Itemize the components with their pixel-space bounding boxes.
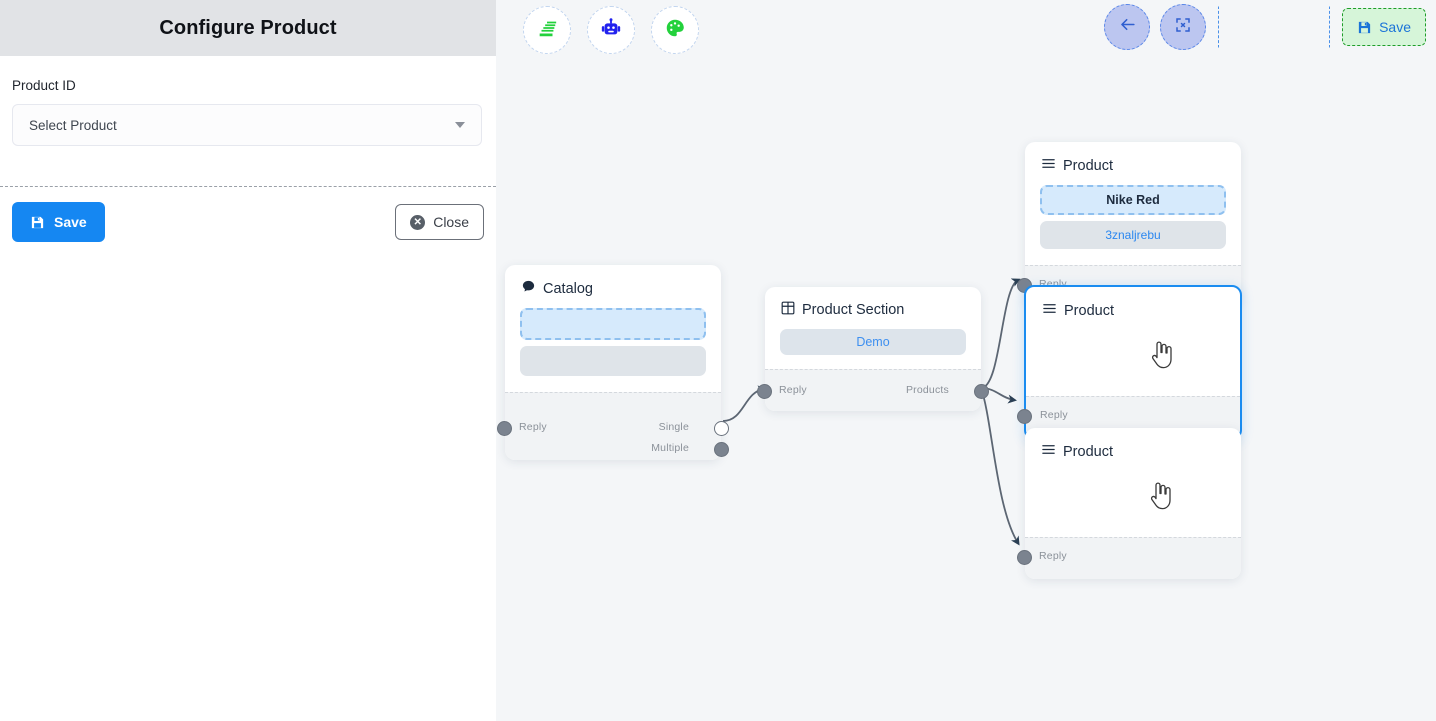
- grid-icon: [781, 301, 795, 319]
- list-icon: [1041, 156, 1056, 175]
- close-button-label: Close: [433, 214, 469, 230]
- catalog-port-single-label: Single: [658, 421, 689, 433]
- hand-cursor-icon: [1148, 340, 1174, 370]
- node-catalog[interactable]: Catalog Reply Single Multiple: [497, 265, 729, 460]
- product-2-port-reply-dot[interactable]: [1017, 409, 1032, 424]
- product-2-port-reply-label: Reply: [1040, 409, 1068, 421]
- panel-header: Configure Product: [0, 0, 496, 56]
- node-product-3-title: Product: [1063, 443, 1113, 460]
- close-circle-icon: ✕: [410, 214, 426, 230]
- product-3-port-reply-dot[interactable]: [1017, 550, 1032, 565]
- section-port-reply-label: Reply: [779, 384, 807, 396]
- chevron-down-icon: [455, 122, 465, 128]
- node-product-2-header: Product: [1026, 287, 1240, 330]
- chat-bubble-icon: [521, 279, 536, 298]
- product-select-value: Select Product: [29, 117, 117, 133]
- node-product-section-body: Demo: [765, 329, 981, 369]
- node-product-3-body: [1025, 471, 1241, 537]
- node-product-section-footer: Reply Products: [757, 369, 989, 411]
- node-product-1-body: Nike Red 3znaljrebu: [1025, 185, 1241, 265]
- floppy-disk-icon: [1357, 20, 1372, 35]
- save-button-label: Save: [54, 214, 87, 230]
- list-icon: [1042, 301, 1057, 320]
- product-3-port-reply-label: Reply: [1039, 550, 1067, 562]
- catalog-port-reply-label: Reply: [519, 421, 547, 433]
- node-product-section-header: Product Section: [765, 287, 981, 329]
- list-icon: [1041, 442, 1056, 461]
- node-catalog-title: Catalog: [543, 280, 593, 297]
- node-product-2-title: Product: [1064, 302, 1114, 319]
- node-product-2-body: [1026, 330, 1240, 396]
- toolbar-left: [523, 6, 699, 54]
- node-product-1[interactable]: Product Nike Red 3znaljrebu Reply: [1017, 142, 1241, 307]
- arrow-left-icon: [1118, 15, 1137, 39]
- product-section-item-demo[interactable]: Demo: [780, 329, 966, 355]
- toolbar-empty-slot[interactable]: [1218, 6, 1331, 48]
- node-product-2[interactable]: Product Reply: [1017, 285, 1242, 440]
- palette-icon: [664, 17, 686, 44]
- robot-icon: [600, 17, 622, 44]
- panel-body: Product ID Select Product: [0, 56, 496, 146]
- canvas-save-button[interactable]: Save: [1342, 8, 1426, 46]
- section-port-products-dot[interactable]: [974, 384, 989, 399]
- tool-button-robot[interactable]: [587, 6, 635, 54]
- toolbar-right: Save: [1104, 4, 1426, 50]
- node-product-1-header: Product: [1025, 142, 1241, 185]
- node-product-3[interactable]: Product Reply: [1017, 428, 1241, 579]
- panel-actions: Save ✕ Close: [0, 202, 496, 242]
- catalog-port-reply-dot[interactable]: [497, 421, 512, 436]
- node-catalog-footer: Reply Single Multiple: [497, 392, 729, 460]
- catalog-item-gray[interactable]: [520, 346, 706, 376]
- node-product-section[interactable]: Product Section Demo Reply Products: [757, 287, 989, 411]
- stack-icon: [536, 17, 558, 44]
- catalog-item-dashed[interactable]: [520, 308, 706, 340]
- tool-button-stack[interactable]: [523, 6, 571, 54]
- configure-product-panel: Configure Product Product ID Select Prod…: [0, 0, 496, 721]
- node-product-1-title: Product: [1063, 157, 1113, 174]
- section-port-reply-dot[interactable]: [757, 384, 772, 399]
- hand-cursor-icon: [1147, 481, 1173, 511]
- close-button[interactable]: ✕ Close: [395, 204, 484, 240]
- floppy-disk-icon: [30, 215, 45, 230]
- edge-section-to-product-1: [980, 278, 1021, 389]
- node-product-3-footer: Reply: [1017, 537, 1241, 579]
- catalog-port-single-dot[interactable]: [714, 421, 729, 436]
- node-product-section-title: Product Section: [802, 302, 905, 318]
- product-1-item-variant[interactable]: 3znaljrebu: [1040, 221, 1226, 249]
- back-button[interactable]: [1104, 4, 1151, 50]
- flow-canvas[interactable]: Save Catalog Reply Single: [496, 0, 1436, 721]
- fit-view-button[interactable]: [1160, 4, 1207, 50]
- node-catalog-body: [505, 308, 721, 392]
- compress-icon: [1174, 16, 1192, 39]
- product-1-item-nike-red[interactable]: Nike Red: [1040, 185, 1226, 215]
- tool-button-palette[interactable]: [651, 6, 699, 54]
- edge-section-to-product-3: [980, 387, 1020, 546]
- product-select[interactable]: Select Product: [12, 104, 482, 146]
- page-title: Configure Product: [159, 16, 337, 39]
- product-id-label: Product ID: [12, 78, 76, 93]
- save-button[interactable]: Save: [12, 202, 105, 242]
- node-product-3-header: Product: [1025, 428, 1241, 471]
- canvas-save-label: Save: [1379, 19, 1411, 35]
- catalog-port-multiple-label: Multiple: [651, 442, 689, 454]
- section-port-products-label: Products: [905, 384, 949, 396]
- panel-divider: [0, 186, 496, 187]
- node-catalog-header: Catalog: [505, 265, 721, 308]
- catalog-port-multiple-dot[interactable]: [714, 442, 729, 457]
